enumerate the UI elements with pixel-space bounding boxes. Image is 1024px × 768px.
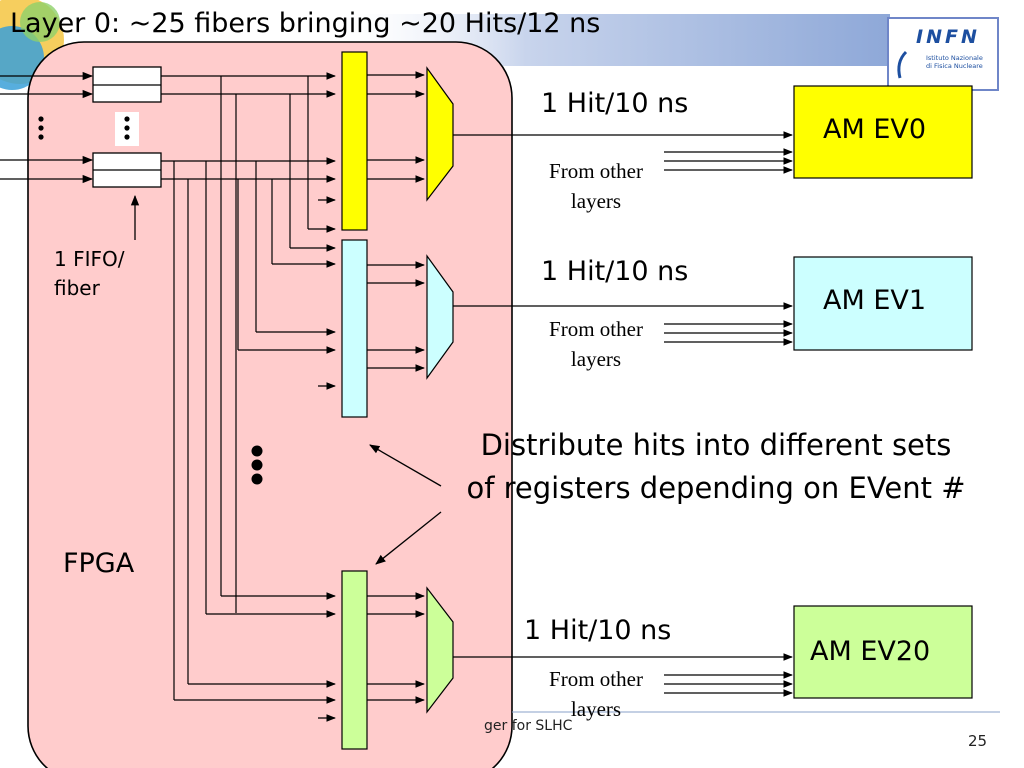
register-ev0 <box>341 51 368 231</box>
infn-subtitle-2: di Fisica Nucleare <box>926 62 983 70</box>
from-other-layers-ev1: From other layers <box>536 314 656 374</box>
from-line2: layers <box>570 189 622 213</box>
from-line1: From other <box>549 667 643 691</box>
fifo-bottom <box>92 152 162 188</box>
mux-ev20 <box>426 586 454 714</box>
from-other-layers-ev20: From other layers <box>536 664 656 724</box>
ellipsis-registers <box>251 445 263 485</box>
am-ev20-box <box>793 605 973 699</box>
register-ev1 <box>341 239 368 418</box>
rate-label-ev20: 1 Hit/10 ns <box>524 615 672 646</box>
distribute-note: Distribute hits into different sets of r… <box>466 428 966 505</box>
from-other-layers-ev0: From other layers <box>536 156 656 216</box>
register-ev20 <box>341 570 368 750</box>
infn-wordmark: INFN <box>916 26 980 48</box>
other-layer-arrows <box>664 148 793 697</box>
am-ev0-label: AM EV0 <box>823 114 927 145</box>
fpga-label: FPGA <box>63 548 135 579</box>
fifo-label-line1: 1 FIFO/ <box>54 247 125 271</box>
infn-logo-text: INFN Istituto Nazionale di Fisica Nuclea… <box>900 26 996 70</box>
rate-label-ev1: 1 Hit/10 ns <box>541 256 689 287</box>
register-to-mux <box>367 71 425 704</box>
from-line2: layers <box>570 697 622 721</box>
distribute-arrows <box>369 444 442 565</box>
am-ev20-label: AM EV20 <box>810 636 931 667</box>
infn-logo <box>887 17 999 91</box>
am-ev1-label: AM EV1 <box>823 285 927 316</box>
rate-label-ev0: 1 Hit/10 ns <box>541 88 689 119</box>
fifo-label-line2: fiber <box>54 276 100 300</box>
slide-title: Layer 0: ~25 fibers bringing ~20 Hits/12… <box>10 8 601 39</box>
input-fibers <box>0 71 94 184</box>
am-ev1-box <box>793 256 973 351</box>
ellipsis-fifo <box>115 112 139 146</box>
infn-subtitle-1: Istituto Nazionale <box>926 54 983 62</box>
from-line1: From other <box>549 159 643 183</box>
mux-outputs <box>453 131 793 661</box>
mux-ev1 <box>426 254 454 380</box>
from-line1: From other <box>549 317 643 341</box>
fanout-lines <box>161 72 336 722</box>
fifo-top <box>92 66 162 103</box>
footer-text: ger for SLHC <box>484 718 573 734</box>
page-number: 25 <box>968 732 988 750</box>
mux-ev0 <box>426 66 454 202</box>
ellipsis-left <box>38 116 44 140</box>
fpga-box <box>27 41 513 768</box>
from-line2: layers <box>570 347 622 371</box>
am-ev0-box <box>793 85 973 179</box>
fifo-label: 1 FIFO/ fiber <box>54 245 124 303</box>
